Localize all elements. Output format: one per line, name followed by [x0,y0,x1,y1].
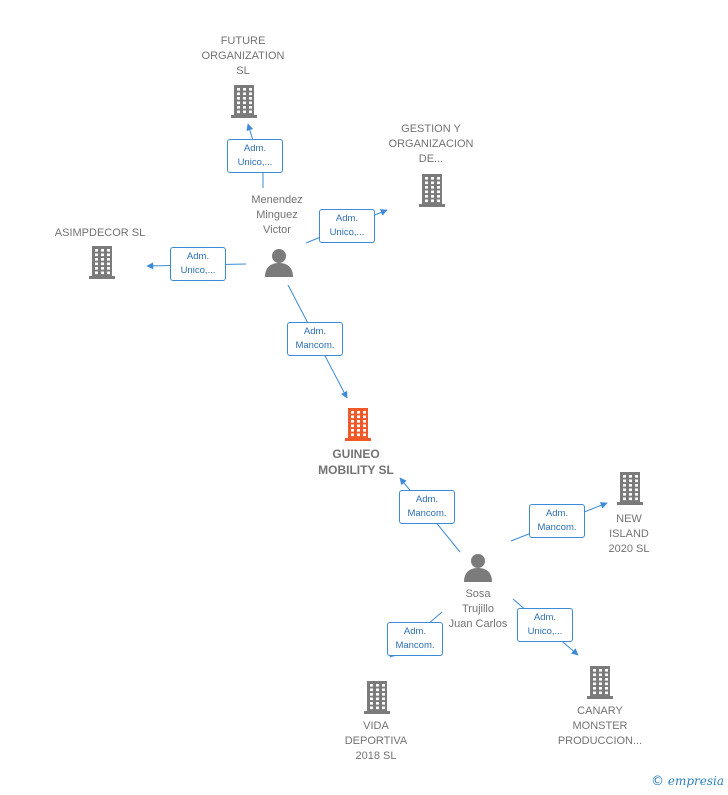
node-label-gestion[interactable]: GESTION Y ORGANIZACION DE... [388,123,474,165]
edge-label-menendez-to-guineo[interactable]: Adm. Mancom. [287,322,343,356]
node-label-vida[interactable]: VIDA DEPORTIVA 2018 SL [344,720,408,762]
edge-label-sosa-to-vida[interactable]: Adm. Mancom. [387,622,443,656]
building-icon-guineo[interactable] [344,406,372,447]
person-icon-menendez[interactable] [264,247,294,282]
edge-label-sosa-to-guineo[interactable]: Adm. Mancom. [399,490,455,524]
copyright-notice: © empresia [651,774,724,789]
node-label-asimpdecor[interactable]: ASIMPDECOR SL [54,227,146,239]
building-icon-future[interactable] [230,83,258,124]
building-icon-newisland[interactable] [616,470,644,511]
node-label-sosa[interactable]: Sosa Trujillo Juan Carlos [448,588,508,630]
building-icon-canary[interactable] [586,664,614,705]
edge-label-menendez-to-gestion[interactable]: Adm. Unico,... [319,209,375,243]
node-label-guineo[interactable]: GUINEO MOBILITY SL [318,447,394,477]
node-label-future[interactable]: FUTURE ORGANIZATION SL [201,35,285,77]
building-icon-asimpdecor[interactable] [88,244,116,285]
node-label-menendez[interactable]: Menendez Minguez Victor [251,194,303,236]
node-label-newisland[interactable]: NEW ISLAND 2020 SL [608,513,650,555]
building-icon-gestion[interactable] [418,172,446,213]
brand-name[interactable]: empresia [667,774,724,788]
edge-label-sosa-to-newisland[interactable]: Adm. Mancom. [529,504,585,538]
edge-label-sosa-to-canary[interactable]: Adm. Unico,... [517,608,573,642]
person-icon-sosa[interactable] [463,552,493,587]
node-label-canary[interactable]: CANARY MONSTER PRODUCCION... [557,705,643,747]
edge-label-menendez-to-asimpdecor[interactable]: Adm. Unico,... [170,247,226,281]
edge-label-menendez-to-future[interactable]: Adm. Unico,... [227,139,283,173]
copyright-symbol: © [651,774,665,789]
building-icon-vida[interactable] [363,679,391,720]
